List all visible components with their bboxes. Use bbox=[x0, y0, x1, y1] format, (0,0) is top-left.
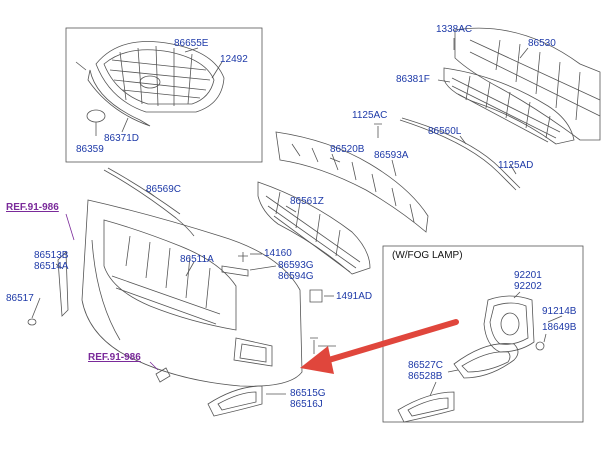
leader-92201 bbox=[513, 291, 521, 299]
leader-86381F bbox=[437, 79, 451, 83]
bolt-1125AC bbox=[374, 123, 382, 138]
part-label-86528B[interactable]: 86528B bbox=[408, 371, 443, 382]
part-label-86517[interactable]: 86517 bbox=[6, 293, 34, 304]
part-label-86515G[interactable]: 86515G bbox=[290, 388, 326, 399]
radiator-grille-drawing bbox=[75, 41, 225, 127]
clip-86517 bbox=[27, 318, 37, 326]
leader-12492 bbox=[211, 61, 223, 79]
part-label-12492[interactable]: 12492 bbox=[220, 54, 248, 65]
bolt-1125AD bbox=[509, 163, 517, 175]
part-label-86513B[interactable]: 86513B bbox=[34, 250, 69, 261]
leader-86527C bbox=[447, 369, 459, 373]
leader-86569C bbox=[145, 189, 155, 197]
part-label-86593G[interactable]: 86593G bbox=[278, 260, 314, 271]
ref-leader-top bbox=[65, 213, 75, 241]
mesh-grille-drawing bbox=[257, 181, 371, 275]
leader-86517 bbox=[31, 297, 41, 319]
leader-18649B bbox=[543, 333, 547, 343]
part-label-86516J[interactable]: 86516J bbox=[290, 399, 323, 410]
ref-part-drawing bbox=[155, 367, 171, 383]
part-label-92202[interactable]: 92202 bbox=[514, 281, 542, 292]
screw-91214B bbox=[547, 315, 563, 323]
part-label-86514A[interactable]: 86514A bbox=[34, 261, 69, 272]
leader-86513B bbox=[55, 263, 63, 269]
fog-lamp-inset-box bbox=[382, 245, 584, 423]
part-label-1338AC[interactable]: 1338AC bbox=[436, 24, 473, 35]
top-trim-drawing bbox=[103, 169, 195, 237]
bolt-86593A bbox=[391, 159, 397, 177]
part-label-86359[interactable]: 86359 bbox=[76, 144, 104, 155]
fog-cover-86515G-drawing bbox=[207, 385, 263, 417]
part-label-1491AD[interactable]: 1491AD bbox=[336, 291, 373, 302]
part-14160-drawing bbox=[238, 252, 248, 262]
part-label-86655E[interactable]: 86655E bbox=[174, 38, 209, 49]
part-label-86511A[interactable]: 86511A bbox=[180, 254, 214, 265]
red-pointer-arrow bbox=[300, 319, 459, 374]
part-label-86530[interactable]: 86530 bbox=[528, 38, 556, 49]
part-label-86569C[interactable]: 86569C bbox=[146, 184, 182, 195]
part-label-86527C[interactable]: 86527C bbox=[408, 360, 444, 371]
screw-drawing bbox=[310, 337, 318, 354]
fog-cover-86528B-drawing bbox=[397, 391, 455, 423]
ref-label-top[interactable]: REF.91-986 bbox=[6, 202, 59, 213]
leader-86520B bbox=[329, 157, 341, 163]
part-label-92201[interactable]: 92201 bbox=[514, 270, 542, 281]
bracket-86513B-drawing bbox=[57, 251, 69, 317]
part-label-86561Z[interactable]: 86561Z bbox=[290, 196, 324, 207]
leader-86655E bbox=[184, 47, 199, 53]
leader-86560L bbox=[459, 135, 467, 145]
part-label-1125AD[interactable]: 1125AD bbox=[498, 160, 534, 171]
part-label-86594G[interactable]: 86594G bbox=[278, 271, 314, 282]
part-label-86593A[interactable]: 86593A bbox=[374, 150, 409, 161]
ref-label-bottom[interactable]: REF.91-986 bbox=[88, 352, 141, 363]
part-label-86520B[interactable]: 86520B bbox=[330, 144, 365, 155]
grille-inset-box bbox=[65, 27, 263, 163]
leader-86593G bbox=[249, 265, 277, 271]
part-label-86381F[interactable]: 86381F bbox=[396, 74, 430, 85]
fog-bezel-86527C-drawing bbox=[453, 343, 519, 379]
energy-absorber-drawing bbox=[275, 131, 429, 233]
bulb-18649B bbox=[535, 341, 545, 351]
leader-86561Z bbox=[285, 205, 297, 213]
part-label-86371D[interactable]: 86371D bbox=[104, 133, 140, 144]
leader-86530 bbox=[519, 47, 529, 59]
part-label-18649B[interactable]: 18649B bbox=[542, 322, 577, 333]
fog-lamp-title: (W/FOG LAMP) bbox=[392, 250, 463, 261]
clip-1491AD-drawing bbox=[309, 289, 323, 303]
leader-86511A bbox=[185, 261, 195, 277]
leader-86528B bbox=[429, 381, 437, 397]
fog-lamp-drawing bbox=[483, 295, 535, 353]
part-label-91214B[interactable]: 91214B bbox=[542, 306, 577, 317]
part-label-86560L[interactable]: 86560L bbox=[428, 126, 462, 137]
bumper-cover-drawing bbox=[81, 199, 303, 387]
part-86593G-drawing bbox=[221, 265, 249, 277]
part-label-1125AC[interactable]: 1125AC bbox=[352, 110, 388, 121]
lower-grille-drawing bbox=[443, 67, 575, 145]
leader-86371D bbox=[121, 117, 129, 133]
part-label-14160[interactable]: 14160 bbox=[264, 248, 292, 259]
ref-leader-bottom bbox=[149, 361, 159, 371]
